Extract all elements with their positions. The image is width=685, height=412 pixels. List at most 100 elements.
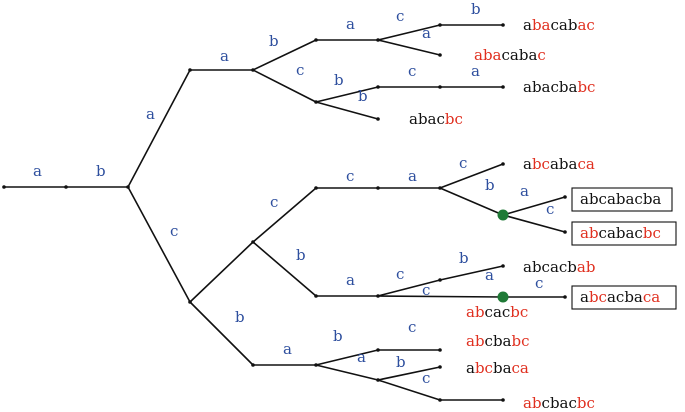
edge-label: b (358, 87, 368, 105)
tree-node (501, 398, 505, 402)
leaf-text: abcbabc (466, 332, 530, 350)
highlighted-segment: ab (580, 224, 599, 242)
edge-label: c (422, 369, 430, 387)
tree-node (563, 195, 567, 199)
leaf-box (571, 187, 673, 212)
edge-label: a (422, 24, 431, 42)
leaf-string: abcbacbc (523, 394, 595, 412)
edge-label: b (96, 162, 106, 180)
tree-edge (252, 39, 317, 71)
tree-edge (315, 349, 379, 366)
tree-edge (127, 186, 191, 303)
plain-segment: cbac (542, 394, 577, 412)
tree-node (438, 365, 442, 369)
edge-label: a (283, 340, 292, 358)
edge-label: a (220, 47, 229, 65)
highlighted-segment: ca (577, 155, 594, 173)
tree-node (376, 117, 380, 121)
leaf-text: abcacbaca (580, 288, 660, 306)
edge-label: c (422, 281, 430, 299)
edge-label: c (396, 265, 404, 283)
leaf-string: abcacbab (523, 258, 595, 276)
edge-label: a (357, 348, 366, 366)
highlighted-segment: ab (466, 332, 485, 350)
highlight-node-marker (497, 209, 509, 221)
edge-label: c (459, 154, 467, 172)
tree-edge (377, 295, 504, 298)
leaf-text: abacabac (474, 46, 546, 64)
tree-node (438, 398, 442, 402)
edge-label: a (471, 62, 480, 80)
tree-node (314, 363, 318, 367)
tree-node (2, 185, 6, 189)
edge-label: b (333, 327, 343, 345)
leaf-box (571, 285, 677, 310)
tree-node (251, 240, 255, 244)
tree-edge (252, 241, 317, 297)
tree-node (501, 23, 505, 27)
highlighted-segment: bc (643, 224, 661, 242)
tree-node (314, 38, 318, 42)
plain-segment: a (523, 155, 532, 173)
edge-label: b (334, 71, 344, 89)
plain-segment: abacba (523, 78, 577, 96)
highlighted-segment: ac (577, 16, 594, 34)
leaf-labels: abacabacabacabacabacbabcabacbcabcabacaab… (409, 16, 677, 412)
edge-label: a (520, 182, 529, 200)
tree-node (563, 295, 567, 299)
plain-segment: aba (550, 155, 578, 173)
leaf-text: abcacbc (466, 303, 528, 321)
plain-segment: cac (485, 303, 511, 321)
highlighted-segment: ba (532, 16, 551, 34)
leaf-text: abcabaca (523, 155, 595, 173)
edge-label: b (471, 0, 481, 18)
tree-edge (502, 214, 566, 233)
tree-edge (252, 69, 317, 103)
edge-label: c (296, 61, 304, 79)
edge-label: c (270, 193, 278, 211)
highlighted-segment: ab (577, 258, 596, 276)
tree-edge (377, 39, 441, 56)
tree-node (251, 68, 255, 72)
leaf-string: abacbabc (523, 78, 595, 96)
plain-segment: cab (551, 16, 578, 34)
tree-edge (377, 366, 441, 381)
plain-segment: caba (502, 46, 538, 64)
tree-node (563, 230, 567, 234)
tree-node (438, 278, 442, 282)
edge-label: b (396, 353, 406, 371)
tree-edge (377, 24, 441, 41)
tree-edge (189, 241, 254, 303)
tree-edge (315, 101, 379, 120)
edge-label: b (485, 176, 495, 194)
plain-segment: a (523, 16, 532, 34)
tree-edge (439, 265, 504, 281)
plain-segment: acba (607, 288, 643, 306)
highlight-node-marker (497, 291, 509, 303)
plain-segment: ba (493, 359, 512, 377)
tree-node (376, 348, 380, 352)
edge-label: a (33, 162, 42, 180)
edge-label: a (146, 105, 155, 123)
tree-edge (502, 196, 566, 216)
highlighted-segment: bc (510, 303, 528, 321)
leaf-text: abacbabc (523, 78, 595, 96)
leaf-text: abcbacbc (523, 394, 595, 412)
edge-label: c (546, 200, 554, 218)
plain-segment: cba (485, 332, 512, 350)
edge-label: c (408, 62, 416, 80)
highlighted-segment: ca (643, 288, 660, 306)
tree-edge (189, 301, 254, 366)
tree-node (376, 294, 380, 298)
leaf-string: abacabac (523, 16, 595, 34)
highlighted-segment: bc (512, 332, 530, 350)
boxed-leaf-string: abcabacba (571, 187, 673, 212)
tree-node (501, 162, 505, 166)
tree-node (376, 186, 380, 190)
tree-node (438, 186, 442, 190)
highlighted-segment: ab (523, 394, 542, 412)
tree-edge (127, 69, 191, 188)
highlighted-segment: bc (577, 394, 595, 412)
highlighted-segment: bc (589, 288, 607, 306)
